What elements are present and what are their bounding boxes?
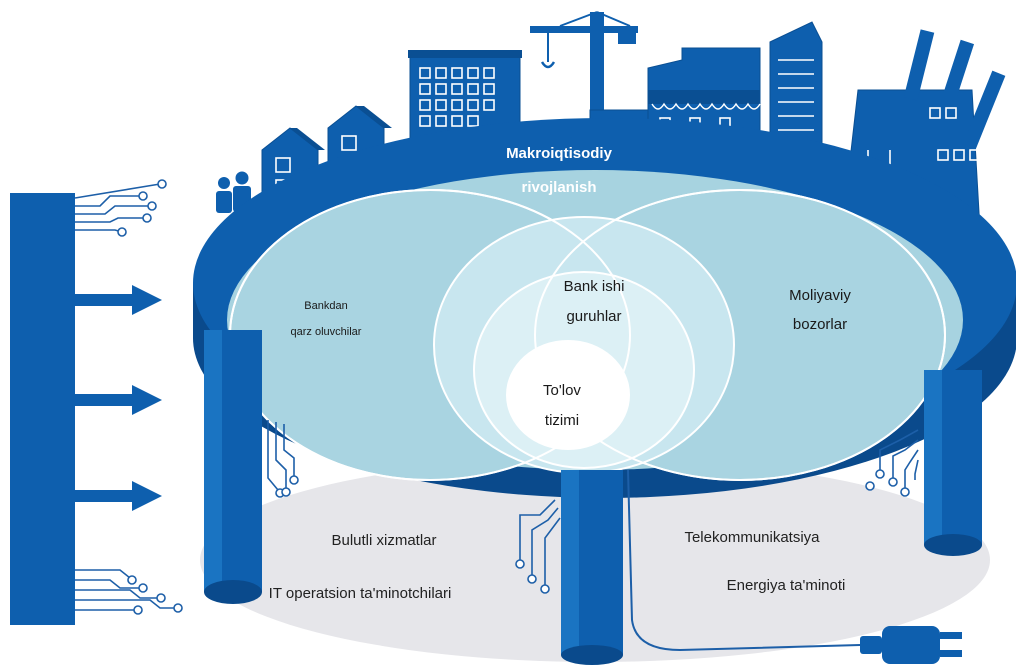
banking-group-label: guruhlar — [566, 308, 621, 325]
macro-development-label: Makroiqtisodiy — [506, 145, 613, 162]
pillar-left — [204, 330, 262, 604]
telecommunications-label: Telekommunikatsiya — [684, 529, 820, 546]
payment-system-circle — [506, 340, 630, 450]
arrow-right-icon — [75, 385, 162, 415]
support-pillars — [204, 330, 982, 665]
input-bar — [10, 193, 162, 625]
financial-markets-label: Moliyaviy — [789, 287, 851, 304]
payment-system-label: tizimi — [545, 412, 579, 429]
financial-markets-label: bozorlar — [793, 316, 847, 333]
pillar-right — [924, 370, 982, 556]
bank-borrowers-label: Bankdan — [304, 300, 347, 312]
pillar-center — [561, 470, 623, 665]
arrow-right-icon — [75, 285, 162, 315]
arrow-right-icon — [75, 481, 162, 511]
macro-development-label: rivojlanish — [521, 179, 596, 196]
it-suppliers-label: IT operatsion ta'minotchilari — [269, 585, 452, 602]
bank-borrowers-label: qarz oluvchilar — [291, 326, 362, 338]
venn-diagram — [229, 189, 946, 481]
payment-system-label: To'lov — [543, 382, 581, 399]
energy-supply-label: Energiya ta'minoti — [727, 577, 846, 594]
people-icon — [216, 171, 251, 213]
circuit-traces — [74, 179, 919, 615]
banking-group-label: Bank ishi — [564, 278, 625, 295]
power-plug-icon — [627, 469, 962, 664]
cloud-services-label: Bulutli xizmatlar — [331, 532, 436, 549]
